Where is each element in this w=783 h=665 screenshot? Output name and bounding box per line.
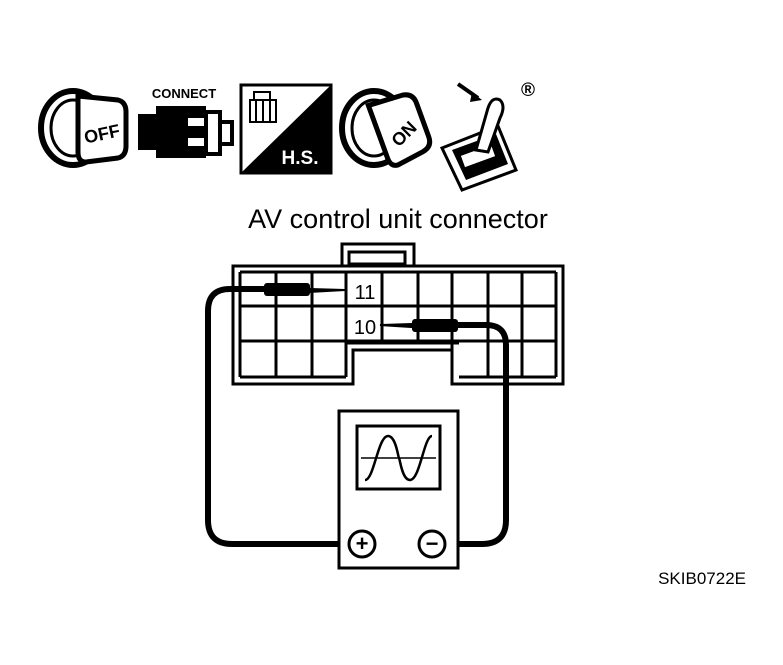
ignition-on-icon: ON (339, 88, 433, 168)
lead-negative-wire (446, 322, 509, 547)
harness-connector-glyph (249, 91, 277, 123)
selector-lever-icon (439, 82, 518, 192)
negative-terminal-symbol: − (426, 531, 439, 556)
ignition-off-icon: OFF (38, 88, 129, 168)
probe-negative (379, 319, 458, 332)
oscilloscope: + − (337, 409, 460, 570)
negative-terminal (417, 529, 447, 559)
harness-side-icon: H.S. (239, 83, 333, 175)
hs-label: H.S. (282, 148, 319, 169)
registered-mark: ® (521, 80, 535, 101)
diagram-title: AV control unit connector (248, 204, 548, 234)
reference-code: SKIB0722E (658, 569, 746, 588)
positive-terminal-symbol: + (356, 531, 369, 556)
connector-face (231, 242, 565, 386)
pin-10-label: 10 (354, 317, 376, 339)
positive-terminal (347, 529, 377, 559)
probe-positive (264, 283, 346, 296)
connect-label: CONNECT (152, 86, 216, 101)
connector-connect-icon: CONNECT (138, 86, 234, 158)
pin-11-label: 11 (355, 282, 376, 304)
lead-positive-wire (205, 286, 346, 547)
